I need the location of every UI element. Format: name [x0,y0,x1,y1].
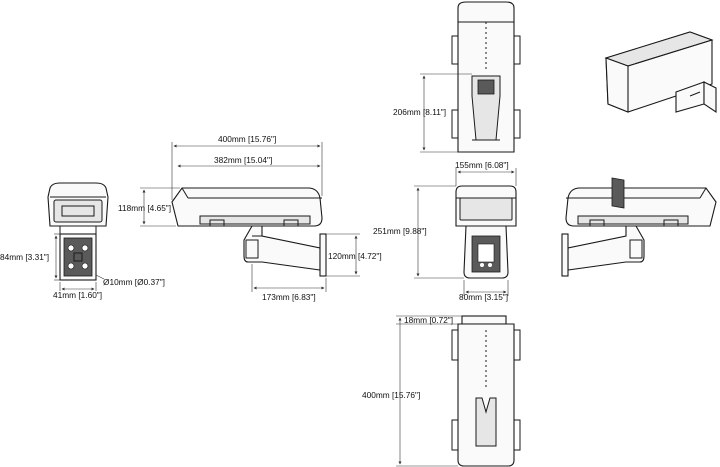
front-mount-width-label: 41mm [1.60"] [53,290,102,300]
isometric-view [604,31,717,209]
side-total-length-label: 400mm [15.76"] [218,134,276,144]
side-housing-length-label: 382mm [15.04"] [214,155,272,165]
side-view-mirrored [561,187,717,277]
bottom-offset-label: 18mm [0.72"] [404,315,453,325]
rear-mount-width-label: 80mm [3.15"] [459,292,508,302]
rear-view [414,168,517,296]
front-view [47,182,109,291]
bottom-length-label: 400mm [15.76"] [362,390,420,400]
top-mount-height-label: 206mm [8.11"] [393,107,446,117]
top-view [420,1,521,153]
front-cable-diameter-label: Ø10mm [Ø0.37"] [103,277,165,287]
rear-total-height-label: 251mm [9.88"] [373,226,427,236]
side-housing-height-label: 118mm [4.65"] [118,203,171,213]
side-mount-depth-label: 173mm [6.83"] [262,292,316,302]
bottom-view [396,315,521,467]
side-mount-height-label: 120mm [4.72"] [328,251,382,261]
front-mount-height-label: 84mm [3.31"] [0,252,49,262]
side-view [140,142,360,292]
rear-width-label: 155mm [6.08"] [455,160,509,170]
